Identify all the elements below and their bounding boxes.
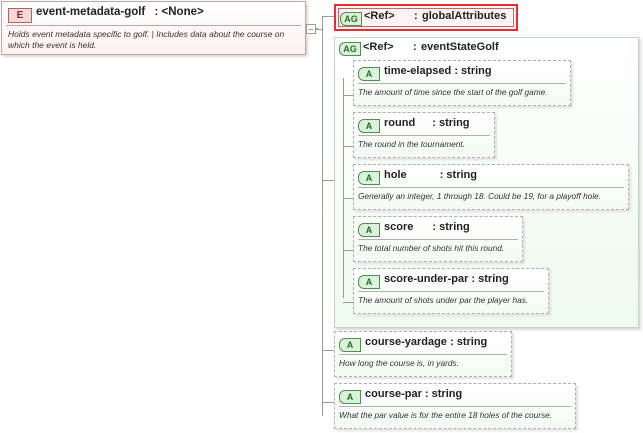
attribute-title: round : string <box>384 117 470 129</box>
connector-line <box>322 402 334 403</box>
attribute-hole[interactable]: A hole : string Generally an integer, 1 … <box>353 164 629 210</box>
element-description: Holds event metadata specific to golf. |… <box>8 29 285 50</box>
attribute-name: course-par <box>365 388 422 400</box>
attribute-divider <box>339 406 571 407</box>
attribute-name: round <box>384 117 416 129</box>
ref-global-attributes[interactable]: AG <Ref> : globalAttributes <box>334 4 518 31</box>
ref-global-name: globalAttributes <box>422 10 507 22</box>
group-connector-trunk <box>343 78 344 298</box>
attribute-time-elapsed[interactable]: A time-elapsed : string The amount of ti… <box>353 60 571 106</box>
attribute-type: : string <box>432 117 470 129</box>
group-badge: AG <box>339 42 361 56</box>
element-name: event-metadata-golf <box>36 6 146 18</box>
attribute-badge: A <box>339 390 361 404</box>
connector-line <box>316 29 323 30</box>
attribute-divider <box>358 83 566 84</box>
attribute-type: : string <box>450 336 488 348</box>
attribute-description: The amount of time since the start of th… <box>358 87 548 97</box>
attribute-title: course-yardage : string <box>365 336 487 348</box>
element-type-sep: : <box>154 6 159 18</box>
ref-global-badge: AG <box>340 12 362 26</box>
attribute-title: hole : string <box>384 169 477 181</box>
attribute-title: score : string <box>384 221 470 233</box>
attribute-course-yardage[interactable]: A course-yardage : string How long the c… <box>334 331 512 377</box>
attribute-badge: A <box>339 338 361 352</box>
group-connector <box>343 95 353 96</box>
attribute-group-event-state-golf[interactable]: AG <Ref> : eventStateGolf A time-elapsed… <box>334 37 639 328</box>
attribute-divider <box>358 239 518 240</box>
attribute-divider <box>358 187 624 188</box>
ref-global-sep: : <box>414 10 418 22</box>
ref-global-ref: <Ref> <box>364 10 395 22</box>
attribute-score-under-par[interactable]: A score-under-par : string The amount of… <box>353 268 549 314</box>
element-title: event-metadata-golf : <None> <box>36 6 204 18</box>
attribute-description: The total number of shots hit this round… <box>358 243 505 253</box>
group-connector <box>343 198 353 199</box>
element-type: <None> <box>161 6 204 18</box>
group-ref: <Ref> <box>363 41 394 53</box>
attribute-title: course-par : string <box>365 388 462 400</box>
attribute-name: score <box>384 221 414 233</box>
attribute-badge: A <box>358 171 380 185</box>
attribute-type: : string <box>432 221 470 233</box>
attribute-divider <box>358 135 490 136</box>
attribute-title: score-under-par : string <box>384 273 509 285</box>
attribute-name: time-elapsed <box>384 65 452 77</box>
attribute-description: How long the course is, in yards. <box>339 358 459 368</box>
ref-inner-border <box>338 8 514 27</box>
element-badge: E <box>8 8 32 23</box>
group-name: eventStateGolf <box>421 41 499 53</box>
element-divider <box>6 25 301 26</box>
group-connector <box>343 302 353 303</box>
attribute-description: What the par value is for the entire 18 … <box>339 410 553 420</box>
attribute-name: course-yardage <box>365 336 447 348</box>
attribute-type: : string <box>424 388 463 400</box>
attribute-badge: A <box>358 67 380 81</box>
connector-line <box>322 350 334 351</box>
group-sep: : <box>413 41 417 53</box>
sequence-compositor-icon <box>306 24 316 34</box>
connector-line <box>322 16 334 17</box>
attribute-type: : string <box>471 273 509 285</box>
attribute-description: Generally an integer, 1 through 18. Coul… <box>358 191 602 201</box>
attribute-badge: A <box>358 119 380 133</box>
attribute-divider <box>339 354 507 355</box>
attribute-course-par[interactable]: A course-par : string What the par value… <box>334 383 576 429</box>
attribute-score[interactable]: A score : string The total number of sho… <box>353 216 523 262</box>
connector-trunk <box>322 16 323 416</box>
group-connector <box>343 146 353 147</box>
attribute-badge: A <box>358 275 380 289</box>
connector-line <box>322 180 334 181</box>
attribute-title: time-elapsed : string <box>384 65 492 77</box>
attribute-description: The round in the tournament. <box>358 139 466 149</box>
attribute-type: : string <box>454 65 492 77</box>
element-node[interactable]: E event-metadata-golf : <None> Holds eve… <box>1 1 306 55</box>
attribute-badge: A <box>358 223 380 237</box>
attribute-type: : string <box>439 169 477 181</box>
attribute-name: score-under-par <box>384 273 469 285</box>
attribute-description: The amount of shots under par the player… <box>358 295 529 305</box>
attribute-round[interactable]: A round : string The round in the tourna… <box>353 112 495 158</box>
attribute-divider <box>358 291 544 292</box>
group-connector <box>343 250 353 251</box>
attribute-name: hole <box>384 169 407 181</box>
